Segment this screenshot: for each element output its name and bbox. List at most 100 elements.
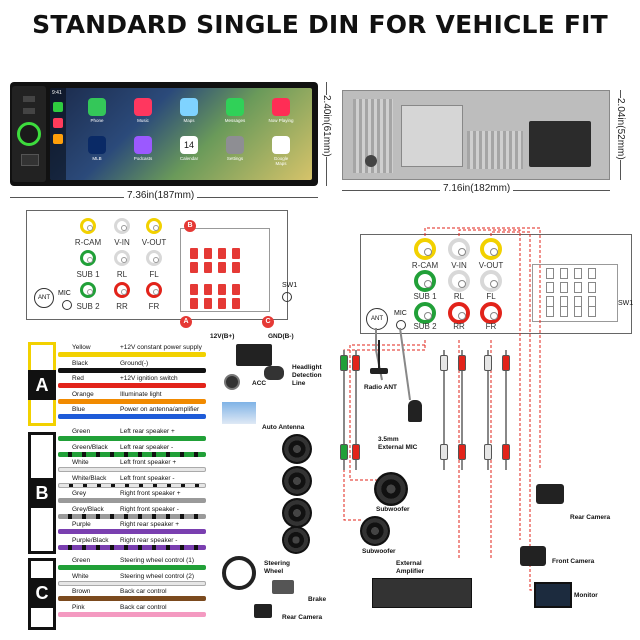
app-messages-icon[interactable] xyxy=(226,98,244,116)
wire-strip xyxy=(58,467,206,472)
back-unit xyxy=(342,90,610,180)
rca-plug xyxy=(458,444,466,460)
radio-antenna-icon xyxy=(364,340,394,376)
subwoofer-1-icon xyxy=(374,472,408,506)
mic-port-left xyxy=(62,300,72,310)
fl-label-right: FL xyxy=(486,292,496,301)
app-music-icon[interactable] xyxy=(134,98,152,116)
app-music-label: Music xyxy=(137,118,149,123)
app-phone-icon[interactable] xyxy=(88,98,106,116)
iso-pin xyxy=(204,298,212,309)
back-height-label: 2.04in(52mm) xyxy=(615,98,626,160)
dock-icon-1[interactable] xyxy=(53,102,63,112)
iso-pin xyxy=(204,284,212,295)
speaker-icon-3 xyxy=(282,498,312,528)
vout-label-left: V-OUT xyxy=(141,238,167,247)
touch-screen[interactable]: 9:41 Phone Music Maps Messages Now Playi… xyxy=(50,88,312,180)
sub1-jack-left xyxy=(80,250,96,266)
wire-color-label: Purple xyxy=(72,521,91,528)
back-width-label: 7.16in(182mm) xyxy=(440,183,514,194)
status-time: 9:41 xyxy=(52,90,62,96)
wire-strip xyxy=(58,436,206,441)
dash-sub-to-subwoofer-2 xyxy=(349,344,425,481)
rr-jack-left xyxy=(114,282,130,298)
dock-icon-2[interactable] xyxy=(53,118,63,128)
iso-pin xyxy=(218,262,226,273)
fr-label-left: FR xyxy=(148,302,160,311)
side-button-mid[interactable] xyxy=(23,108,35,114)
app-mlb-label: MLB xyxy=(92,156,102,161)
wire-function-label: Left rear speaker + xyxy=(120,428,175,435)
ext-mic-icon xyxy=(408,400,422,422)
vin-jack-right xyxy=(448,238,470,260)
wire-color-label: Brown xyxy=(72,588,91,595)
auto-antenna-icon xyxy=(222,402,256,424)
vout-label-right: V-OUT xyxy=(478,261,504,270)
front-camera-label: Front Camera xyxy=(552,558,595,565)
iso-pin xyxy=(574,306,582,317)
wire-strip xyxy=(58,596,206,601)
mic-label-left: MIC xyxy=(58,290,71,297)
wire-color-label: White xyxy=(72,572,89,580)
left-connector-panel xyxy=(26,210,288,320)
rca-plug xyxy=(440,355,448,371)
iso-pin xyxy=(218,298,226,309)
rl-label-right: RL xyxy=(453,292,465,301)
iso-pin xyxy=(232,284,240,295)
iso-pin xyxy=(560,306,568,317)
iso-pin xyxy=(588,282,596,293)
rca-plug xyxy=(458,355,466,371)
dash-vin-to-front-camera xyxy=(458,229,521,540)
page-title: STANDARD SINGLE DIN FOR VEHICLE FIT xyxy=(32,10,608,39)
wire-strip xyxy=(58,565,206,570)
mic-label-right: MIC xyxy=(394,310,407,317)
app-google-maps-icon[interactable] xyxy=(272,136,290,154)
side-button-top[interactable] xyxy=(23,96,35,102)
wire-color-label: Black xyxy=(72,359,88,367)
rl-label-left: RL xyxy=(116,270,128,279)
sub2-label-left: SUB 2 xyxy=(76,302,100,311)
iso-pin xyxy=(546,268,554,279)
app-mlb-icon[interactable] xyxy=(88,136,106,154)
wire-color-label: Grey/Black xyxy=(72,505,104,513)
rcam-jack-left xyxy=(80,218,96,234)
fr-label-right: FR xyxy=(485,322,497,331)
sub1-label-left: SUB 1 xyxy=(76,270,100,279)
iso-pin xyxy=(546,306,554,317)
usb-port xyxy=(21,154,39,166)
app-calendar-icon[interactable]: 14 xyxy=(180,136,198,154)
wire-color-label: Green xyxy=(72,428,91,435)
iso-pin xyxy=(232,248,240,259)
wire-color-label: Orange xyxy=(72,390,94,398)
brake-label: Brake xyxy=(308,596,327,603)
wire-function-label: Right rear speaker + xyxy=(120,521,180,528)
back-vent-mid xyxy=(467,131,523,169)
power-knob[interactable] xyxy=(17,122,41,146)
app-settings-icon[interactable] xyxy=(226,136,244,154)
dock-icon-3[interactable] xyxy=(53,134,63,144)
iso-pin xyxy=(190,284,198,295)
headlight-label: Headlight Detection Line xyxy=(292,364,322,387)
radio-ant-label: Radio ANT xyxy=(364,384,397,391)
subwoofer-1-label: Subwoofer xyxy=(376,506,410,513)
iso-pin xyxy=(546,282,554,293)
wire-function-label: Left front speaker - xyxy=(120,474,175,482)
wire-strip xyxy=(58,580,206,586)
rca-plug xyxy=(440,444,448,460)
iso-harness-left xyxy=(180,228,270,312)
iso-pin xyxy=(232,262,240,273)
app-phone-label: Phone xyxy=(90,118,104,123)
steering-wheel-icon xyxy=(222,556,256,590)
iso-pin xyxy=(574,282,582,293)
wire-function-label: Steering wheel control (1) xyxy=(120,557,195,564)
rcam-label-right: R-CAM xyxy=(411,261,439,270)
app-podcasts-icon[interactable] xyxy=(134,136,152,154)
wire-function-label: Left front speaker + xyxy=(120,459,177,466)
front-camera-icon xyxy=(520,546,546,566)
app-maps-icon[interactable] xyxy=(180,98,198,116)
antenna-port xyxy=(365,155,377,167)
headlight-icon xyxy=(264,366,284,380)
app-now-playing-icon[interactable] xyxy=(272,98,290,116)
rl-jack-right xyxy=(448,270,470,292)
front-left-panel xyxy=(12,86,46,182)
